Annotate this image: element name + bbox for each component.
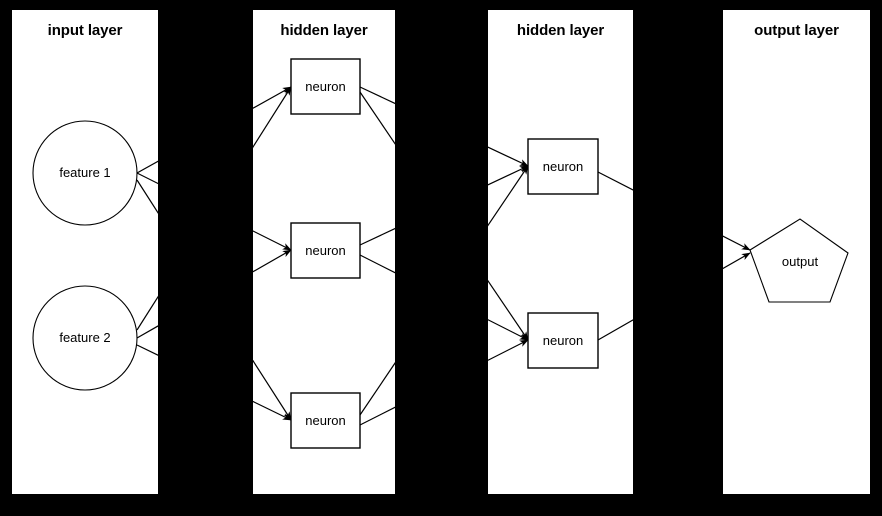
layer-graphics-input-layer: [32, 120, 158, 391]
node-label-h2-neuron-2: neuron: [542, 332, 584, 348]
node-label-feature-1: feature 1: [59, 165, 111, 180]
layer-panel-hidden-layer-1: hidden layer neuron neuron neuron: [253, 10, 395, 494]
connection-h1-neuron-3-to-h2-neuron-2: [488, 339, 529, 361]
connection-feature-2-to-h1-neuron-2: [136, 325, 158, 339]
layer-panel-hidden-layer-2: hidden layer neuron neuron: [488, 10, 633, 494]
connection-feature-2-to-h1-neuron-1: [136, 295, 158, 331]
layer-graphics-hidden-layer-2: [488, 138, 633, 369]
connection-h1-neuron-2-to-h2-neuron-1: [359, 227, 395, 246]
node-label-output-node: output: [781, 254, 819, 269]
layer-title-hidden-layer-1: hidden layer: [280, 22, 368, 39]
connection-feature-1-to-h1-neuron-3: [136, 179, 158, 214]
node-label-h2-neuron-1: neuron: [542, 158, 584, 174]
connection-h1-neuron-2-to-h2-neuron-2: [359, 254, 395, 274]
connection-feature-2-to-h1-neuron-1: [253, 86, 292, 149]
layer-title-input-layer: input layer: [47, 22, 123, 39]
connection-h1-neuron-1-to-h2-neuron-2: [359, 91, 395, 145]
connection-h2-neuron-1-to-output-node: [597, 171, 633, 191]
connection-feature-1-to-h1-neuron-1: [136, 160, 158, 174]
connection-h1-neuron-1-to-h2-neuron-1: [488, 146, 529, 167]
connection-h1-neuron-1-to-h2-neuron-2: [488, 279, 529, 341]
connection-h2-neuron-2-to-output-node: [597, 319, 633, 341]
connection-feature-1-to-h1-neuron-1: [253, 86, 292, 109]
connection-feature-1-to-h1-neuron-3: [253, 359, 292, 421]
connection-feature-2-to-h1-neuron-3: [136, 344, 158, 356]
connection-feature-1-to-h1-neuron-2: [253, 230, 292, 251]
layer-panel-output-layer: output layer output: [723, 10, 870, 494]
node-label-h1-neuron-2: neuron: [305, 242, 346, 258]
layer-panel-input-layer: input layer feature 1 feature 2: [12, 10, 158, 494]
connection-h2-neuron-1-to-output-node: [723, 235, 751, 251]
node-label-feature-2: feature 2: [59, 330, 111, 345]
connection-h1-neuron-2-to-h2-neuron-1: [488, 165, 529, 186]
connection-feature-2-to-h1-neuron-2: [253, 249, 292, 273]
layer-title-hidden-layer-2: hidden layer: [516, 22, 605, 39]
node-label-h1-neuron-1: neuron: [305, 78, 346, 94]
connection-h1-neuron-1-to-h2-neuron-1: [359, 86, 395, 105]
connection-h1-neuron-3-to-h2-neuron-1: [359, 362, 395, 416]
layer-graphics-output-layer: [723, 218, 849, 303]
connection-h1-neuron-3-to-h2-neuron-1: [488, 165, 529, 227]
layer-title-output-layer: output layer: [754, 22, 839, 39]
connection-h1-neuron-2-to-h2-neuron-2: [488, 319, 529, 341]
connection-feature-1-to-h1-neuron-2: [136, 172, 158, 185]
connection-feature-2-to-h1-neuron-3: [253, 400, 292, 421]
node-label-h1-neuron-3: neuron: [305, 412, 346, 428]
